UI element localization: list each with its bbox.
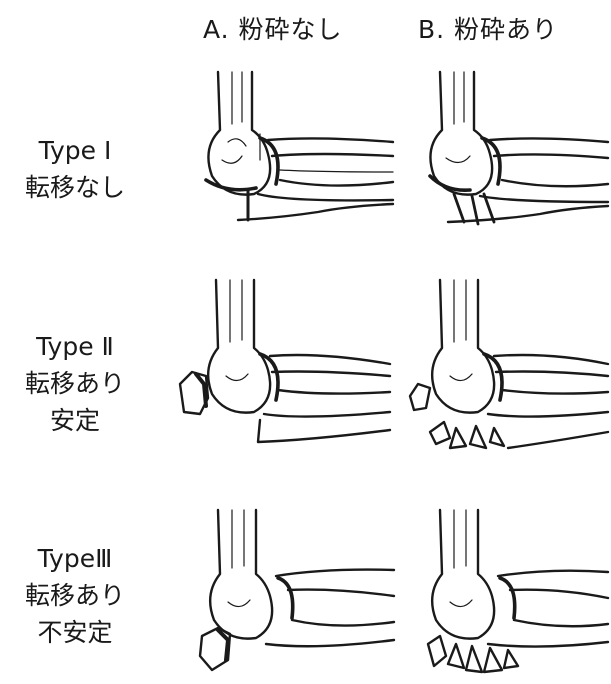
row-description: 転移なし [0, 169, 150, 206]
row-description-2: 安定 [0, 402, 150, 439]
elbow-illustration-type2-b [400, 280, 610, 465]
elbow-illustration-type2-a [172, 280, 392, 450]
elbow-illustration-type3-b [420, 510, 610, 680]
row-type-name: Type Ⅱ [0, 328, 150, 365]
column-header-no-comminution: A. 粉砕なし [203, 10, 343, 46]
row-description: 転移あり [0, 365, 150, 402]
row-label-type-3: TypeⅢ 転移あり 不安定 [0, 540, 150, 651]
row-type-name: Type Ⅰ [0, 132, 150, 169]
elbow-illustration-type1-a [198, 72, 398, 232]
row-label-type-2: Type Ⅱ 転移あり 安定 [0, 328, 150, 439]
row-description: 転移あり [0, 577, 150, 614]
row-label-type-1: Type Ⅰ 転移なし [0, 132, 150, 206]
elbow-illustration-type1-b [420, 72, 610, 232]
row-type-name: TypeⅢ [0, 540, 150, 577]
row-description-2: 不安定 [0, 614, 150, 651]
column-header-comminuted: B. 粉砕あり [418, 10, 558, 46]
elbow-illustration-type3-a [196, 510, 396, 680]
